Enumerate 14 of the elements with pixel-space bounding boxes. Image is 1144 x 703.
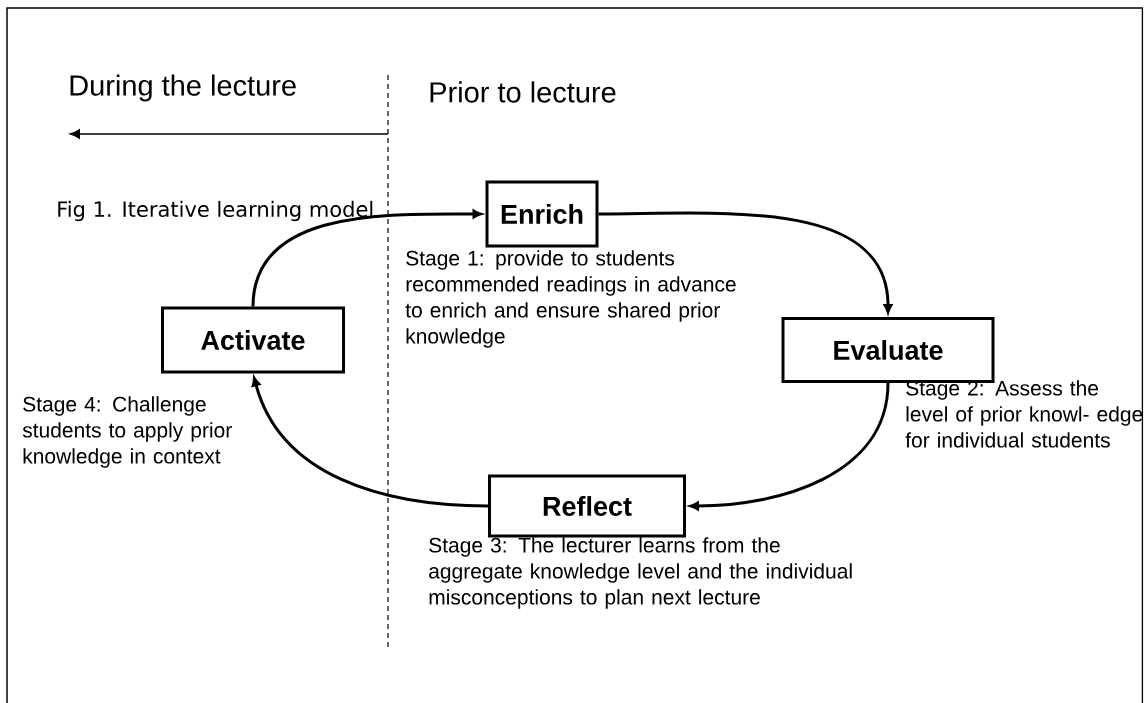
stage-description: Stage 1: provide to students recommended readings in advance to enrich and ensure shared prior knowledge xyxy=(405,250,736,348)
stage-box: Activate xyxy=(161,306,345,374)
stage-box: Evaluate xyxy=(781,317,995,383)
stage-box: Reflect xyxy=(488,474,686,538)
arrow xyxy=(251,376,489,508)
heading: Prior to lecture xyxy=(430,81,616,103)
heading: During the lecture xyxy=(70,74,296,102)
arrow xyxy=(598,211,893,314)
arrow xyxy=(251,209,483,307)
stage-description: Stage 4: Challenge students to apply prior knowledge in context xyxy=(22,396,232,468)
stage-description: Stage 3: The lecturer learns from the aggregate knowledge level and the individual misconceptions to plan next lecture xyxy=(429,537,852,609)
stage-box: Enrich xyxy=(485,180,599,248)
arrow xyxy=(689,382,890,511)
figure-caption: Fig 1. Iterative learning model xyxy=(58,200,373,222)
